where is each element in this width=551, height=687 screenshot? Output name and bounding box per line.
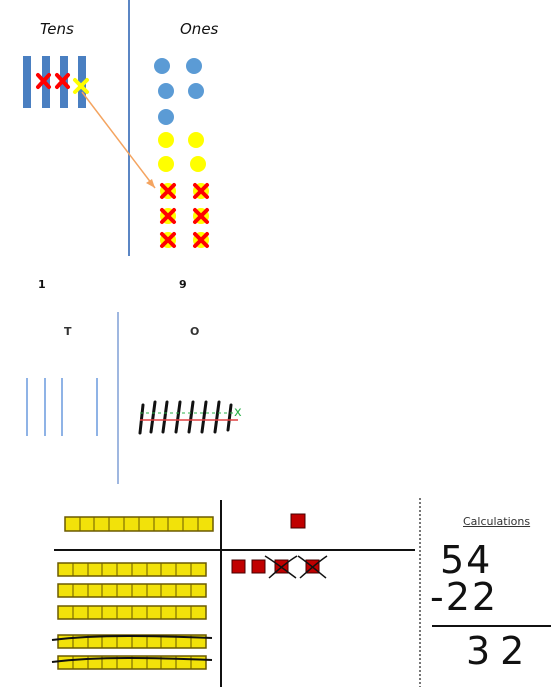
tens-result-digit: 1 <box>38 278 46 291</box>
crossed-dot <box>160 208 176 224</box>
ten-rod <box>78 56 86 108</box>
crossed-dot <box>160 183 176 199</box>
calc-minuend: 54 <box>440 538 493 582</box>
o-heading: O <box>190 325 200 338</box>
ten-block <box>57 583 207 598</box>
one-cube <box>231 559 246 574</box>
one-dot <box>158 109 174 125</box>
one-dot <box>188 83 204 99</box>
crossed-one-cube <box>297 555 328 579</box>
crossed-dot <box>193 183 209 199</box>
cross-icon <box>36 73 51 89</box>
arrow-head-icon <box>146 179 155 188</box>
cross-icon <box>55 73 70 89</box>
one-cube <box>251 559 266 574</box>
regrouped-dot <box>190 156 206 172</box>
regrouped-dot <box>188 132 204 148</box>
crossed-dot <box>193 208 209 224</box>
crossed-dot <box>160 232 176 248</box>
column-divider <box>128 0 130 256</box>
calc-subtrahend: -22 <box>430 575 499 619</box>
one-dot <box>154 58 170 74</box>
ten-block <box>64 516 214 532</box>
one-dot <box>158 83 174 99</box>
regrouped-dot <box>158 156 174 172</box>
ones-heading: Ones <box>180 20 219 38</box>
t-heading: T <box>64 325 72 338</box>
column-divider <box>117 312 119 484</box>
crossed-ten-block <box>51 655 213 670</box>
ten-block <box>57 562 207 577</box>
one-tallies <box>138 400 233 435</box>
regrouped-dot <box>158 132 174 148</box>
crossed-dot <box>193 232 209 248</box>
green-cross-icon: x <box>234 405 242 420</box>
ten-rod <box>23 56 31 108</box>
crossed-one-cube <box>264 555 298 579</box>
ten-block <box>57 605 207 620</box>
yellow-cross-icon <box>73 78 89 94</box>
regroup-arrow <box>81 91 156 189</box>
calculations-heading: Calculations <box>463 515 531 528</box>
crossed-ten-block <box>51 634 213 649</box>
one-cube <box>290 513 306 529</box>
tens-heading: Tens <box>40 20 74 38</box>
ones-result-digit: 9 <box>179 278 187 291</box>
calc-difference: 32 <box>466 629 535 673</box>
one-dot <box>186 58 202 74</box>
